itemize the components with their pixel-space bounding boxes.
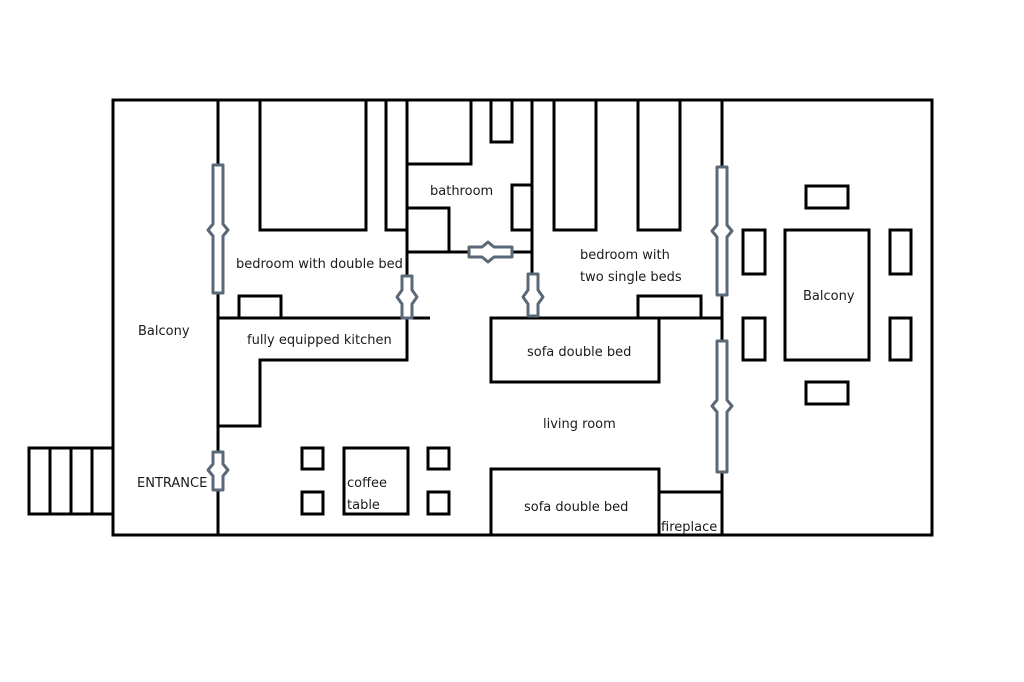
- bathroom-fixtures: [405, 98, 534, 254]
- sink: [510, 183, 534, 232]
- entrance-label: ENTRANCE: [137, 476, 207, 491]
- balcony-furniture: [741, 184, 913, 406]
- sofa-bed-top: [489, 316, 661, 384]
- bedroom-single-label-line2: two single beds: [580, 270, 682, 285]
- door-icon: [467, 240, 514, 264]
- door-icon: [710, 339, 734, 474]
- bathroom-label: bathroom: [430, 184, 493, 199]
- single-bed: [636, 98, 682, 232]
- fireplace: [657, 490, 724, 537]
- entrance-stairs: [27, 446, 115, 516]
- coffee-table: [342, 446, 410, 516]
- coffee-table-label-line1: coffee: [347, 476, 387, 491]
- balcony-chair: [804, 380, 850, 406]
- sofa-top-label: sofa double bed: [527, 345, 631, 360]
- bedroom-double-furniture: [237, 98, 409, 320]
- balcony-chair: [804, 184, 850, 210]
- stool: [300, 446, 325, 471]
- sofa-bottom-label: sofa double bed: [524, 500, 628, 515]
- doors: [206, 163, 734, 492]
- bedroom-double-label: bedroom with double bed: [236, 257, 403, 272]
- double-bed: [258, 98, 368, 232]
- balcony-chair: [888, 316, 913, 362]
- door-icon: [521, 272, 545, 318]
- stool: [426, 446, 451, 471]
- balcony-chair: [888, 228, 913, 276]
- balcony-chair: [741, 316, 767, 362]
- bedroom-single-furniture: [552, 98, 703, 320]
- room-labels: Balcony ENTRANCE bedroom with double bed…: [137, 184, 855, 535]
- living-room-label: living room: [543, 417, 616, 432]
- balcony-right-label: Balcony: [803, 289, 855, 304]
- door-icon: [206, 163, 230, 295]
- wardrobe: [384, 98, 409, 232]
- single-bed: [552, 98, 598, 232]
- toilet: [489, 98, 514, 144]
- coffee-table-label-line2: table: [347, 498, 380, 513]
- living-room-furniture: [300, 316, 724, 537]
- door-icon: [395, 274, 419, 320]
- shower: [405, 206, 451, 254]
- bathtub: [405, 98, 473, 166]
- dresser: [636, 294, 703, 320]
- balcony-left-label: Balcony: [138, 324, 190, 339]
- kitchen-label: fully equipped kitchen: [247, 333, 392, 348]
- stool: [426, 490, 451, 516]
- nightstand: [237, 294, 283, 320]
- bedroom-single-label-line1: bedroom with: [580, 248, 670, 263]
- balcony-table: [783, 228, 871, 362]
- fireplace-label: fireplace: [661, 520, 717, 535]
- balcony-chair: [741, 228, 767, 276]
- door-icon: [206, 450, 230, 492]
- door-icon: [710, 165, 734, 297]
- stool: [300, 490, 325, 516]
